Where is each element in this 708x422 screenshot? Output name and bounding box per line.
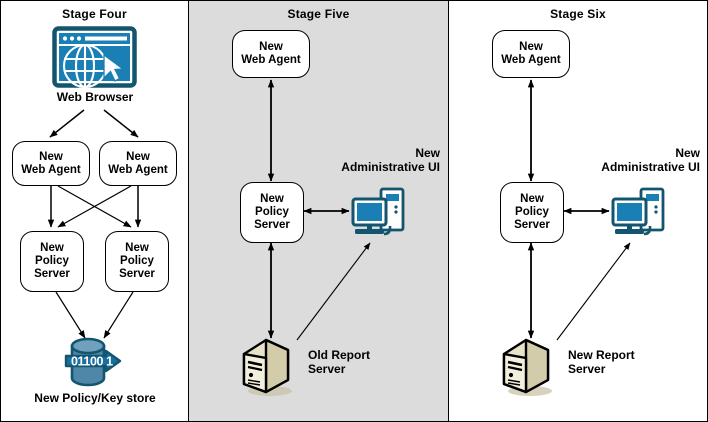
- panel-stage-five: Stage Five: [188, 0, 449, 422]
- node-five-new-web-agent[interactable]: New Web Agent: [232, 30, 310, 78]
- report-server-icon-six: [500, 336, 562, 398]
- node-new-policy-server-left[interactable]: New Policy Server: [20, 231, 84, 292]
- six-admin-ui-caption: New Administrative UI: [601, 146, 700, 174]
- web-browser-icon: [52, 26, 137, 89]
- administrative-ui-icon-five: [350, 186, 410, 242]
- stage-four-title: Stage Four: [62, 7, 127, 21]
- five-admin-ui-caption: New Administrative UI: [341, 146, 440, 174]
- policy-key-store-caption: New Policy/Key store: [34, 391, 156, 405]
- stage-five-title: Stage Five: [287, 7, 350, 21]
- node-six-new-web-agent[interactable]: New Web Agent: [492, 30, 570, 78]
- web-browser-caption: Web Browser: [56, 90, 134, 104]
- stage-six-title: Stage Six: [550, 7, 606, 21]
- report-server-icon-five: [240, 336, 302, 398]
- node-six-new-policy-server[interactable]: New Policy Server: [500, 182, 564, 243]
- svg-text:01100 1: 01100 1: [71, 355, 113, 369]
- node-new-web-agent-left[interactable]: New Web Agent: [12, 141, 90, 186]
- node-five-new-policy-server[interactable]: New Policy Server: [240, 182, 304, 243]
- old-report-server-caption: Old Report Server: [308, 348, 370, 376]
- new-report-server-caption: New Report Server: [568, 348, 635, 376]
- administrative-ui-icon-six: [610, 186, 670, 242]
- node-new-web-agent-right[interactable]: New Web Agent: [99, 141, 177, 186]
- node-new-policy-server-right[interactable]: New Policy Server: [105, 231, 169, 292]
- database-icon: 01100 1: [60, 336, 132, 388]
